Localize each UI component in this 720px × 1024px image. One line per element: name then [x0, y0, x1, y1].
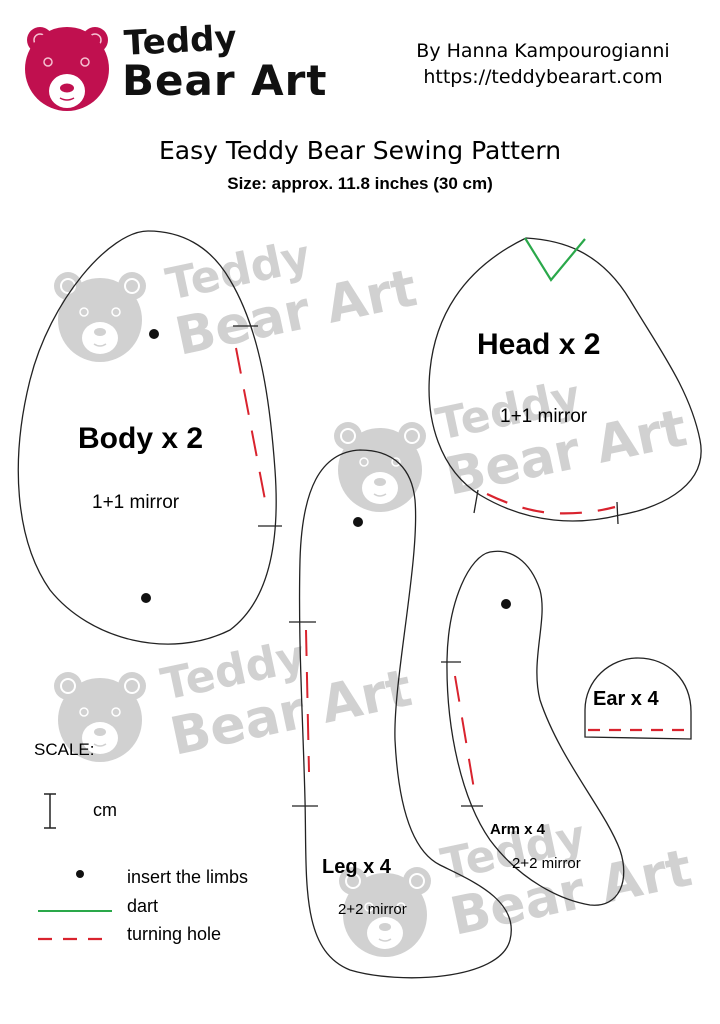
leg-piece	[289, 449, 512, 979]
watermark-2: Teddy Bear Art	[333, 371, 692, 513]
head-mirror-note: 1+1 mirror	[500, 406, 588, 427]
brand-name-line2: Bear Art	[122, 56, 328, 105]
arm-label: Arm x 4	[490, 821, 546, 838]
body-mirror-note: 1+1 mirror	[92, 492, 180, 513]
legend-dart: dart	[127, 896, 159, 916]
page-title: Easy Teddy Bear Sewing Pattern	[158, 136, 562, 165]
scale-label: SCALE:	[34, 740, 95, 759]
scale-bar-icon	[44, 793, 56, 829]
dot-legend-icon	[76, 870, 84, 878]
legend-turning-hole: turning hole	[127, 924, 222, 944]
head-piece	[428, 237, 702, 525]
scale-unit: cm	[93, 800, 117, 820]
arm-mirror-note: 2+2 mirror	[512, 855, 581, 872]
website-link[interactable]: https://teddybearart.com	[423, 66, 663, 88]
ear-label: Ear x 4	[593, 688, 659, 710]
leg-label: Leg x 4	[322, 856, 391, 878]
body-piece	[17, 230, 282, 645]
leg-mirror-note: 2+2 mirror	[338, 901, 407, 918]
page-subtitle: Size: approx. 11.8 inches (30 cm)	[227, 174, 493, 193]
ear-piece	[584, 657, 692, 740]
head-label: Head x 2	[477, 328, 601, 361]
limb-dot	[141, 593, 151, 603]
watermark-3: Teddy Bear Art	[53, 631, 417, 768]
body-label: Body x 2	[78, 422, 204, 455]
brand-name-line1: Teddy	[123, 18, 238, 64]
legend-insert-limbs: insert the limbs	[127, 867, 249, 887]
arm-piece	[441, 550, 625, 906]
limb-dot	[501, 599, 511, 609]
logo-bear-icon	[25, 27, 109, 111]
author-name: By Hanna Kampourogianni	[416, 40, 670, 62]
limb-dot	[149, 329, 159, 339]
watermark-1: Teddy Bear Art	[53, 231, 422, 368]
limb-dot	[353, 517, 363, 527]
